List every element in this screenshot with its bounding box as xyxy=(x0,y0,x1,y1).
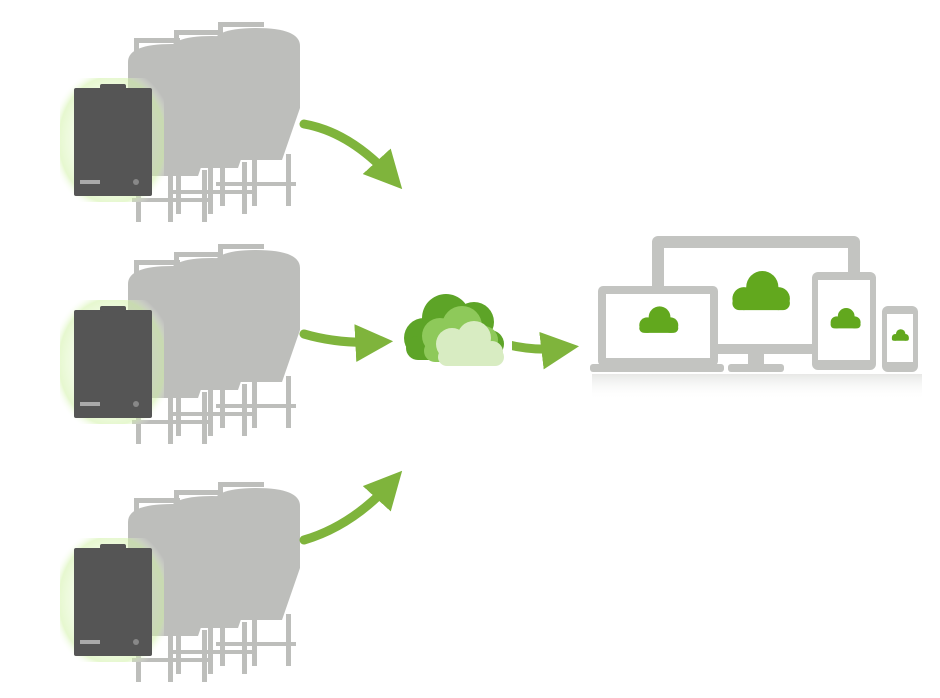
tablet-cloud-icon xyxy=(830,308,861,329)
controller-box-icon xyxy=(60,78,164,202)
laptop-cloud-icon xyxy=(639,306,679,333)
site-bottom xyxy=(60,482,300,682)
arrow-middle-to-cloud xyxy=(299,324,394,363)
cloud-icon xyxy=(396,286,512,378)
arrow-top-to-cloud xyxy=(299,119,403,190)
site-top xyxy=(60,22,300,222)
fermenter-tank-icon xyxy=(212,482,300,666)
monitor-cloud-icon xyxy=(732,271,790,311)
devices-group xyxy=(590,236,922,400)
controller-box-icon xyxy=(60,300,164,424)
fermenter-tank-icon xyxy=(212,244,300,428)
fermenter-tank-icon xyxy=(212,22,300,206)
arrow-bottom-to-cloud xyxy=(299,470,403,545)
device-reflection xyxy=(592,374,922,400)
controller-box-icon xyxy=(60,538,164,662)
site-middle xyxy=(60,244,300,444)
phone-cloud-icon xyxy=(891,329,909,341)
